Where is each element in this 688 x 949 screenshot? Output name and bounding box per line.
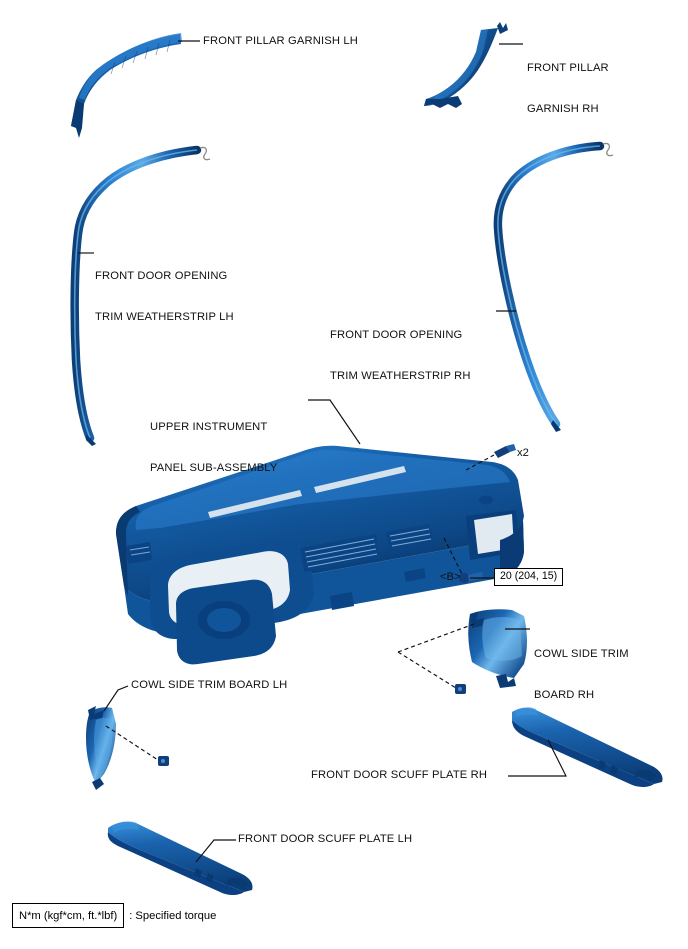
legend-unit-text: N*m (kgf*cm, ft.*lbf) <box>19 910 118 922</box>
label-front-pillar-garnish-lh: FRONT PILLAR GARNISH LH <box>203 35 358 47</box>
leader-scuff-plate-rh <box>508 739 567 777</box>
label-front-pillar-garnish-rh-line1: FRONT PILLAR <box>527 62 609 75</box>
part-front-pillar-garnish-lh <box>71 33 182 138</box>
label-front-door-opening-trim-weatherstrip-rh: FRONT DOOR OPENING TRIM WEATHERSTRIP RH <box>330 302 471 411</box>
label-cowl-rh-line2: BOARD RH <box>534 688 595 701</box>
torque-spec-box: 20 (204, 15) <box>494 568 564 586</box>
label-weatherstrip-lh-line1: FRONT DOOR OPENING <box>95 270 228 283</box>
part-front-door-opening-trim-weatherstrip-lh <box>70 145 211 446</box>
label-cowl-rh-line1: COWL SIDE TRIM <box>534 648 629 661</box>
label-weatherstrip-lh-line2: TRIM WEATHERSTRIP LH <box>95 310 234 323</box>
fastener-clip-lh <box>158 756 169 766</box>
label-cowl-side-trim-board-lh: COWL SIDE TRIM BOARD LH <box>131 679 288 691</box>
part-front-pillar-garnish-rh <box>424 22 508 108</box>
leader-dashed-cowl-rh-a <box>397 623 475 653</box>
label-upper-instrument-panel-sub-assembly: UPPER INSTRUMENT PANEL SUB-ASSEMBLY <box>150 394 277 503</box>
label-weatherstrip-rh-line1: FRONT DOOR OPENING <box>330 329 463 342</box>
label-upper-instrument-panel-line2: PANEL SUB-ASSEMBLY <box>150 461 278 474</box>
part-cowl-side-trim-board-rh <box>468 609 527 688</box>
fastener-screw-x2 <box>494 444 516 458</box>
label-front-door-scuff-plate-lh: FRONT DOOR SCUFF PLATE LH <box>238 833 413 845</box>
leader-dashed-screw-x2 <box>465 454 495 471</box>
leader-upper-instrument-panel <box>308 399 361 445</box>
legend-unit-box: N*m (kgf*cm, ft.*lbf) <box>12 903 125 928</box>
fastener-clip-rh <box>455 684 466 694</box>
part-cowl-side-trim-board-lh <box>86 706 116 790</box>
label-front-door-opening-trim-weatherstrip-lh: FRONT DOOR OPENING TRIM WEATHERSTRIP LH <box>95 243 234 352</box>
label-front-pillar-garnish-rh-line2: GARNISH RH <box>527 102 599 115</box>
part-front-door-scuff-plate-lh <box>107 821 253 895</box>
fastener-bolt-b <box>458 572 483 584</box>
label-front-pillar-garnish-rh: FRONT PILLAR GARNISH RH <box>527 35 609 144</box>
leader-dashed-cowl-rh-b <box>397 651 457 689</box>
leader-dashed-cowl-lh <box>105 725 159 761</box>
legend: N*m (kgf*cm, ft.*lbf) : Specified torque <box>12 903 216 928</box>
leader-cowl-lh <box>103 685 129 712</box>
part-upper-instrument-panel-sub-assembly <box>116 445 524 665</box>
callout-quantity-x2: x2 <box>517 447 529 459</box>
label-front-door-scuff-plate-rh: FRONT DOOR SCUFF PLATE RH <box>311 769 488 781</box>
label-upper-instrument-panel-line1: UPPER INSTRUMENT <box>150 421 268 434</box>
part-front-door-opening-trim-weatherstrip-rh <box>493 141 614 432</box>
label-cowl-side-trim-board-rh: COWL SIDE TRIM BOARD RH <box>534 621 629 730</box>
label-weatherstrip-rh-line2: TRIM WEATHERSTRIP RH <box>330 369 471 382</box>
part-front-door-scuff-plate-rh <box>512 707 663 787</box>
legend-description: : Specified torque <box>129 909 217 922</box>
callout-marker-b: <B> <box>440 571 461 583</box>
leader-scuff-plate-lh <box>195 839 236 863</box>
